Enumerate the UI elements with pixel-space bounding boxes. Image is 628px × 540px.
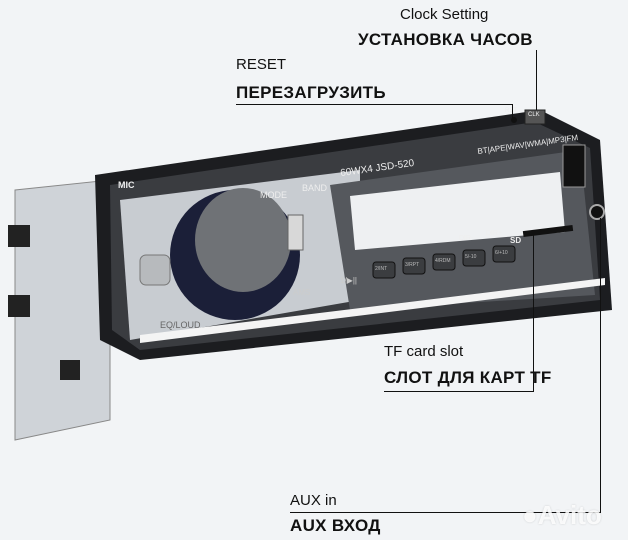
tf-slot-label-en: TF card slot [384,343,464,360]
aux-label-en: AUX in [290,492,337,509]
mode-button[interactable]: MODE [260,190,287,200]
preset-button-4[interactable] [432,253,456,271]
tf-slot-label-ru: СЛОТ ДЛЯ КАРТ TF [384,368,552,387]
aux-label-ru: AUX ВХОД [290,516,381,535]
clock-leader-line [536,50,537,110]
avito-watermark: ●Avito [522,500,602,530]
reset-label-en: RESET [236,56,287,73]
reset-button[interactable] [511,117,517,123]
ams-button[interactable]: AMS [293,288,311,297]
usb-port[interactable] [562,144,586,188]
preset-button-label: 2/INT [375,266,388,272]
preset-button-2[interactable] [372,261,396,279]
clock-setting-label-en: Clock Setting [400,6,489,23]
tf-leader-line-vertical [533,234,534,392]
aux-leader-line-vertical [600,218,601,513]
clk-label: CLK [528,112,540,118]
play-pause-button[interactable]: 1/▶|| [340,276,357,285]
preset-button-3[interactable] [402,257,426,275]
preset-button-label: 6/+10 [495,250,508,256]
volume-knob[interactable] [195,188,291,292]
clock-setting-label-ru: УСТАНОВКА ЧАСОВ [358,30,533,49]
rst-label: RST [505,108,517,114]
lcd-display [350,172,565,250]
dir-plus-label: DIR+ [486,230,503,237]
tf-leader-line [384,391,534,392]
preset-button-6[interactable] [492,245,516,263]
eq-loud-button[interactable]: EQ/LOUD [160,320,201,330]
usb-front-port[interactable] [287,214,304,251]
aux-leader-line [290,512,600,513]
reset-leader-line-vertical [512,104,513,118]
preset-button-5[interactable] [462,249,486,267]
aux-jack[interactable] [589,204,605,220]
mic-label: MIC [118,180,135,190]
release-button[interactable] [139,254,171,286]
band-button[interactable]: BAND [302,183,328,193]
reset-label-ru: ПЕРЕЗАГРУЗИТЬ [236,83,386,102]
dir-minus-label: DIR- [459,235,474,242]
preset-button-label: 5/-10 [465,254,477,260]
sd-logo: SD [510,236,522,245]
clock-button[interactable] [524,109,546,125]
tf-card-slot[interactable] [522,224,574,238]
preset-button-label: 3/RPT [405,262,420,268]
reset-leader-line [236,104,513,105]
preset-button-label: 4/RDM [435,258,451,264]
